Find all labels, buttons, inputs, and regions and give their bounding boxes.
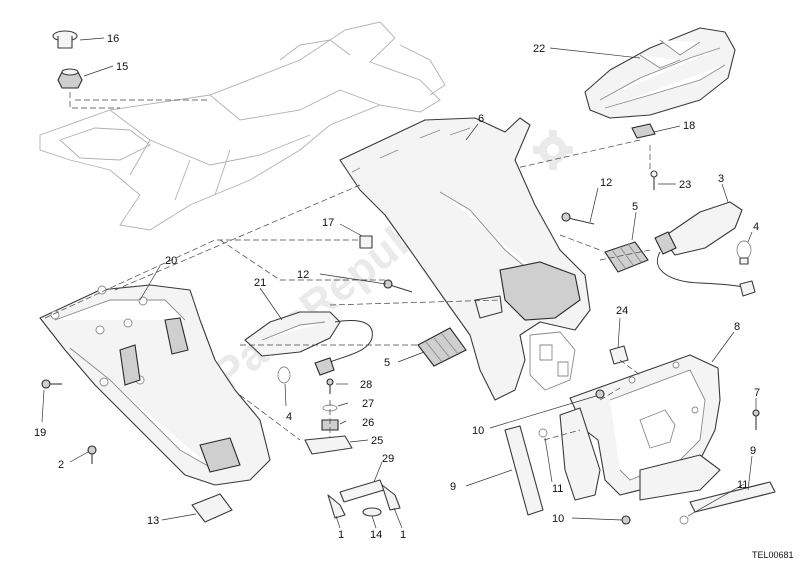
callout-23: 23 [679, 179, 691, 191]
callout-25: 25 [371, 435, 383, 447]
plug-cap [52, 30, 78, 49]
callout-10-upper: 10 [472, 425, 484, 437]
washer-11-left [538, 428, 548, 438]
callout-1-left: 1 [338, 529, 344, 541]
callout-1-right: 1 [400, 529, 406, 541]
reflector-left [504, 425, 544, 516]
licence-light-bulb [362, 507, 382, 517]
callout-11-left: 11 [552, 483, 563, 495]
left-indicator-rubber-mount [417, 327, 467, 367]
callout-5-upper: 5 [632, 201, 638, 213]
right-indicator-rubber-mount [604, 241, 649, 273]
clip-right [381, 484, 401, 511]
callout-5-lower: 5 [384, 357, 390, 369]
callout-10-lower: 10 [552, 513, 564, 525]
undertray-screw-left [41, 379, 62, 389]
nut-10-lower [621, 515, 631, 525]
callout-2: 2 [58, 459, 64, 471]
callout-17: 17 [322, 217, 334, 229]
undertray-screw-bottom [87, 445, 97, 464]
clip [359, 235, 373, 249]
clip-left [327, 494, 346, 519]
callout-18: 18 [683, 120, 695, 132]
washer-11-right [679, 515, 689, 525]
callout-13: 13 [147, 515, 159, 527]
bracket-25 [304, 435, 353, 455]
rubber-grommet [57, 68, 83, 89]
callout-8: 8 [734, 321, 740, 333]
callout-11-right: 11 [737, 479, 748, 491]
callout-14: 14 [370, 529, 382, 541]
undertray [39, 284, 271, 486]
right-indicator-bulb [736, 240, 752, 265]
licence-plate-support [559, 407, 721, 501]
callout-24: 24 [616, 305, 628, 317]
callout-12-upper: 12 [600, 177, 612, 189]
callout-26: 26 [362, 417, 374, 429]
indicator-screw-right [561, 212, 595, 225]
callout-15: 15 [116, 61, 128, 73]
spacer-26 [321, 419, 339, 431]
leader-lines [41, 37, 757, 529]
callout-4-upper: 4 [753, 221, 759, 233]
rear-mudguard [339, 117, 591, 401]
callout-3: 3 [718, 173, 724, 185]
screw-28 [326, 378, 334, 394]
callout-7: 7 [754, 387, 760, 399]
callout-22: 22 [533, 43, 545, 55]
licence-light-holder [339, 479, 385, 503]
callout-28: 28 [360, 379, 372, 391]
callout-labels: 16 15 22 6 18 23 3 12 5 4 17 20 12 21 24… [34, 33, 760, 541]
reference-code: TEL00681 [752, 550, 794, 560]
watermark-gear-icon [533, 130, 573, 170]
callout-29: 29 [382, 453, 394, 465]
reflector-right [689, 481, 776, 513]
indicator-screw-left [383, 279, 413, 293]
callout-9-left: 9 [450, 481, 456, 493]
left-indicator-bulb [277, 366, 291, 384]
callout-27: 27 [362, 398, 374, 410]
callout-4-lower: 4 [286, 411, 292, 423]
rear-subframe [39, 21, 446, 231]
callout-16: 16 [107, 33, 119, 45]
nut-10-upper [595, 389, 605, 399]
callout-20: 20 [165, 255, 177, 267]
callout-9-right: 9 [750, 445, 756, 457]
callout-21: 21 [254, 277, 266, 289]
callout-19: 19 [34, 427, 46, 439]
tail-light [584, 27, 736, 119]
plate-screw [752, 409, 760, 430]
undertray-cover [191, 493, 233, 523]
callout-6: 6 [478, 113, 484, 125]
callout-12-center: 12 [297, 269, 309, 281]
tail-light-bracket [631, 123, 656, 139]
nut-24 [609, 345, 629, 365]
tail-light-screw [650, 170, 658, 190]
right-turn-indicator [654, 201, 756, 297]
